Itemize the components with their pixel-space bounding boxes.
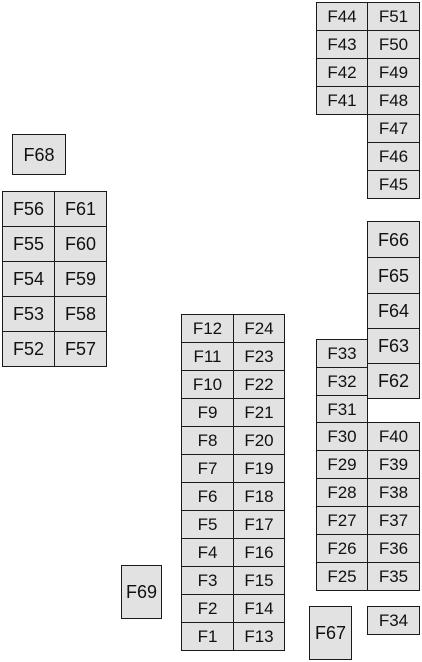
fuse-f49: F49 [367,58,420,87]
fuse-f30: F30 [316,422,368,451]
fuse-f61: F61 [54,191,107,227]
fuse-f66: F66 [367,221,420,258]
fuse-f40: F40 [367,422,420,451]
fuse-f52: F52 [2,331,55,367]
fuse-f26: F26 [316,534,368,563]
fuse-f62: F62 [367,363,420,399]
fuse-f68: F68 [12,134,66,175]
fuse-f59: F59 [54,261,107,297]
fuse-f17: F17 [233,510,285,539]
fuse-f46: F46 [367,142,420,171]
fuse-f31: F31 [316,395,368,424]
fuse-f9: F9 [181,398,234,427]
fuse-f16: F16 [233,538,285,567]
fuse-f14: F14 [233,594,285,623]
fuse-f64: F64 [367,293,420,329]
fuse-f6: F6 [181,482,234,511]
fuse-f11: F11 [181,342,234,371]
fuse-f21: F21 [233,398,285,427]
fuse-f60: F60 [54,226,107,262]
fuse-f20: F20 [233,426,285,455]
fuse-f25: F25 [316,562,368,591]
fuse-f18: F18 [233,482,285,511]
fuse-f35: F35 [367,562,420,591]
fuse-f54: F54 [2,261,55,297]
fuse-f32: F32 [316,367,368,396]
fuse-f27: F27 [316,506,368,535]
fuse-f56: F56 [2,191,55,227]
fuse-f4: F4 [181,538,234,567]
fuse-f50: F50 [367,30,420,59]
fuse-f45: F45 [367,170,420,199]
fuse-f44: F44 [316,2,368,31]
fuse-f67: F67 [309,606,352,660]
fuse-f8: F8 [181,426,234,455]
fuse-f58: F58 [54,296,107,332]
fuse-f29: F29 [316,450,368,479]
fuse-f38: F38 [367,478,420,507]
fuse-f23: F23 [233,342,285,371]
fuse-f53: F53 [2,296,55,332]
fuse-f51: F51 [367,2,420,31]
fuse-f2: F2 [181,594,234,623]
fuse-f57: F57 [54,331,107,367]
fuse-f63: F63 [367,328,420,364]
fuse-f34: F34 [367,606,420,635]
fuse-f48: F48 [367,86,420,115]
fuse-f33: F33 [316,339,368,368]
fuse-f43: F43 [316,30,368,59]
fuse-f1: F1 [181,622,234,651]
fuse-f5: F5 [181,510,234,539]
fuse-f28: F28 [316,478,368,507]
fuse-f69: F69 [121,565,162,619]
fuse-f47: F47 [367,114,420,143]
fuse-f3: F3 [181,566,234,595]
fuse-f37: F37 [367,506,420,535]
fuse-f42: F42 [316,58,368,87]
fuse-f22: F22 [233,370,285,399]
fuse-f19: F19 [233,454,285,483]
fuse-f7: F7 [181,454,234,483]
fuse-f39: F39 [367,450,420,479]
fuse-f55: F55 [2,226,55,262]
fuse-f15: F15 [233,566,285,595]
fuse-f36: F36 [367,534,420,563]
fuse-f24: F24 [233,314,285,343]
fuse-f12: F12 [181,314,234,343]
fuse-f13: F13 [233,622,285,651]
fuse-f10: F10 [181,370,234,399]
fuse-f41: F41 [316,86,368,115]
fuse-f65: F65 [367,257,420,294]
